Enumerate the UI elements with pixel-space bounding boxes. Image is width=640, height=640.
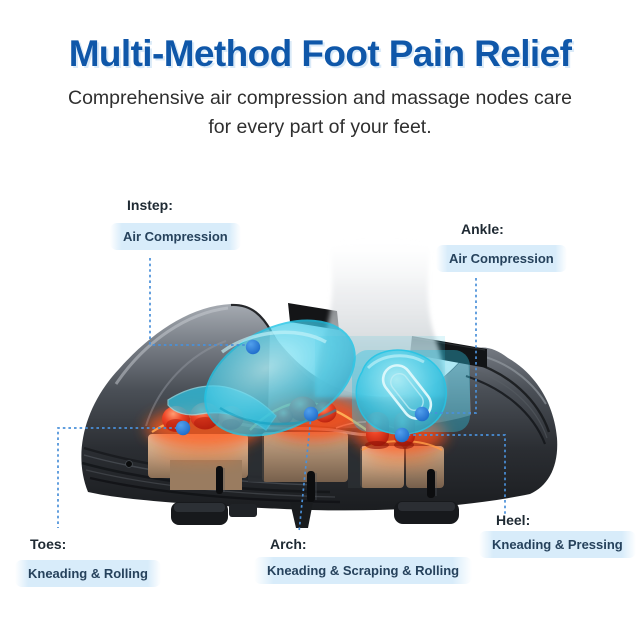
base-feet (171, 501, 459, 528)
instep-marker-dot (245, 339, 261, 355)
instep-method-pill: Air Compression (110, 223, 241, 250)
heel-marker-dot (394, 427, 410, 443)
page-title: Multi-Method Foot Pain Relief (68, 33, 572, 74)
subtitle-line-1: Comprehensive air compression and massag… (67, 87, 572, 109)
ankle-method-pill: Air Compression (436, 245, 567, 272)
side-port-hole (125, 460, 133, 468)
toes-marker-dot (175, 420, 191, 436)
heel-leader-line (402, 434, 506, 514)
heel-label: Heel: (496, 512, 531, 528)
subtitle-line-2: for every part of your feet. (208, 116, 432, 138)
toes-leader-line (57, 427, 183, 528)
instep-leader-line (149, 258, 248, 346)
ankle-label: Ankle: (461, 221, 504, 237)
heel-method-pill: Kneading & Pressing (479, 531, 636, 558)
page-subtitle: Comprehensive air compression and massag… (0, 84, 640, 142)
arch-label: Arch: (270, 536, 307, 552)
instep-label: Instep: (127, 197, 173, 213)
toes-method-pill: Kneading & Rolling (15, 560, 161, 587)
callout-leaders (57, 258, 506, 533)
arch-method-pill: Kneading & Scraping & Rolling (254, 557, 473, 584)
arch-leader-line (298, 415, 312, 533)
toes-label: Toes: (30, 536, 67, 552)
ankle-marker-dot (414, 406, 430, 422)
ankle-airbag-overlay (352, 349, 470, 435)
instep-airbag-overlay (167, 319, 356, 437)
callout-marker-dots (175, 339, 430, 443)
arch-marker-dot (303, 406, 319, 422)
ankle-leader-line (431, 278, 477, 414)
base-vents (216, 466, 437, 502)
